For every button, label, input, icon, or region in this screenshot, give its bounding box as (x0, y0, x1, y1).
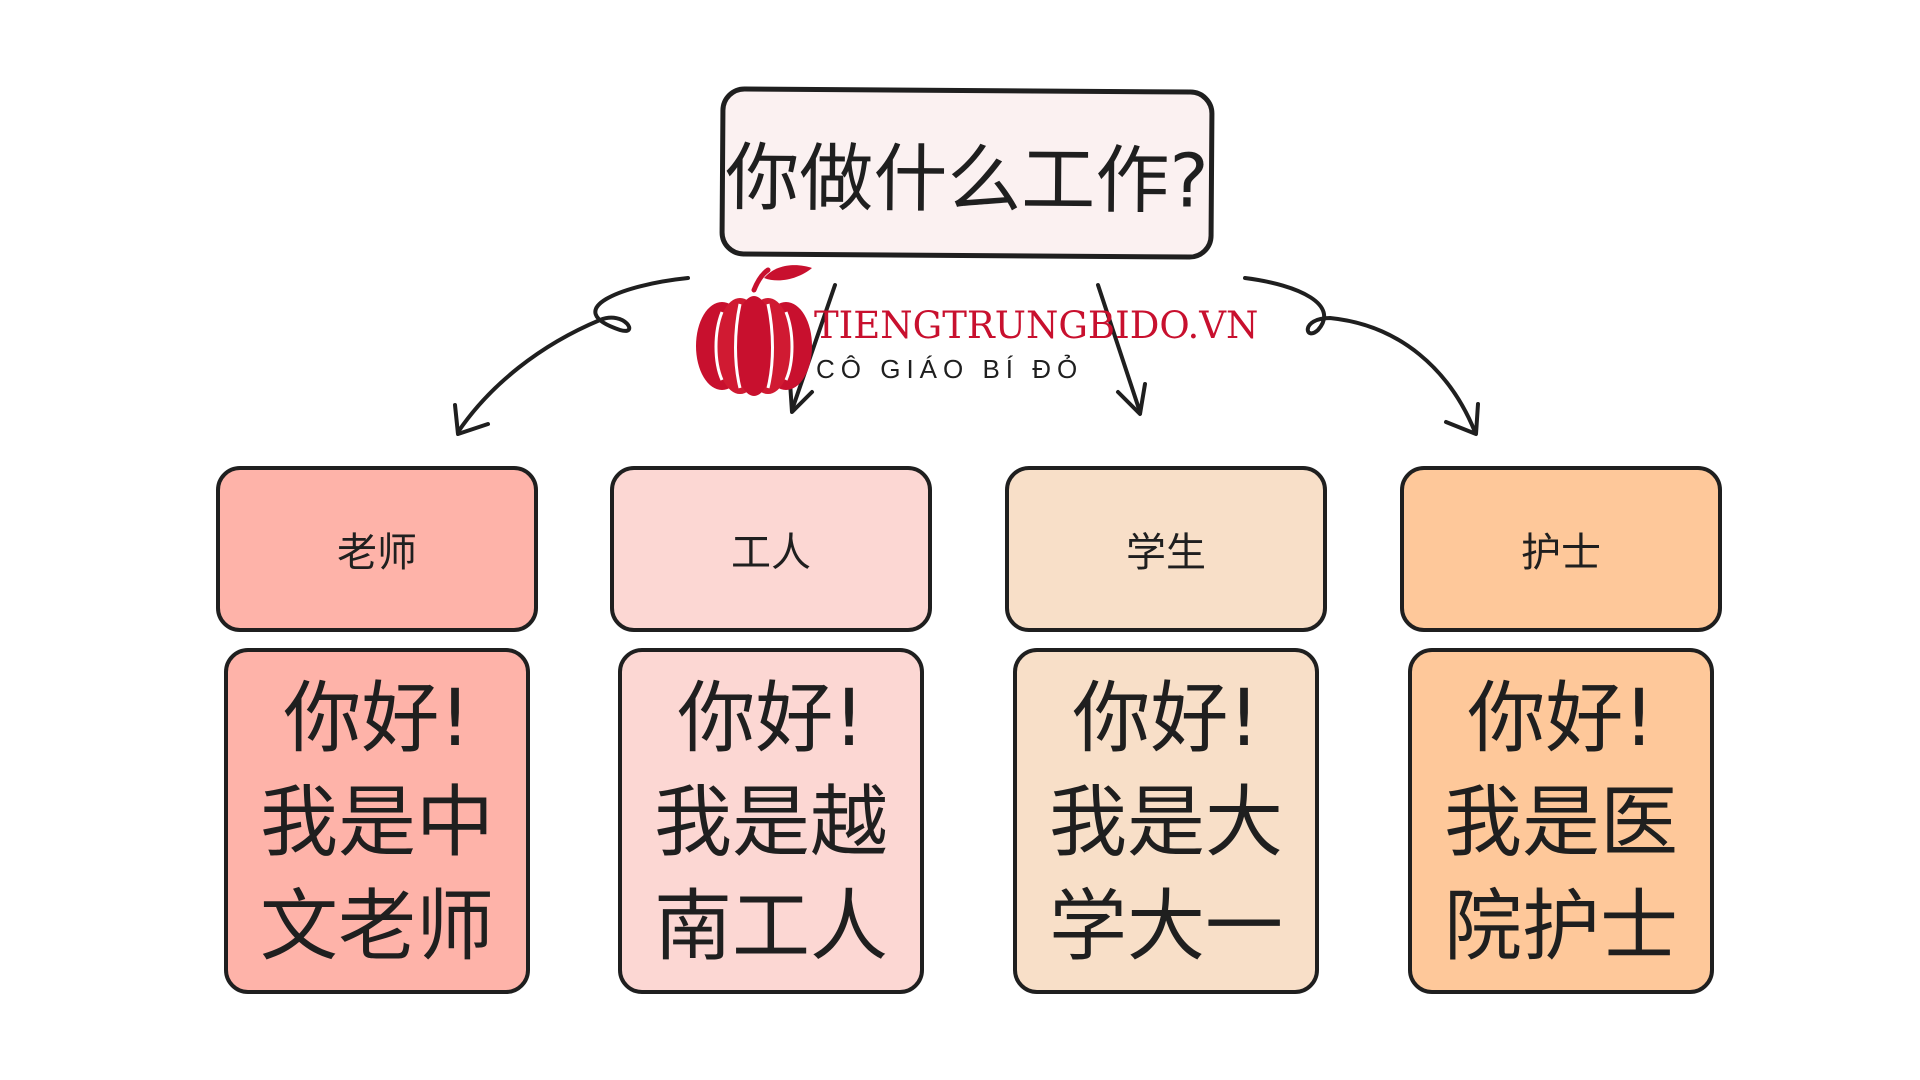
intro-line: 院护士 (1443, 882, 1678, 972)
logo-title: TIENGTRUNGBIDO.VN (814, 304, 1259, 347)
role-box-nurse: 护士 (1400, 466, 1722, 632)
role-label: 学生 (1126, 530, 1206, 576)
arrow-to-student (1096, 283, 1142, 414)
intro-box-nurse: 你好! 我是医 院护士 (1408, 648, 1714, 994)
question-box: 你做什么工作? (719, 86, 1215, 260)
intro-box-worker: 你好! 我是越 南工人 (618, 648, 924, 994)
role-box-worker: 工人 (610, 466, 932, 632)
brand-logo: TIENGTRUNGBIDO.VN CÔ GIÁO BÍ ĐỎ (688, 262, 1258, 402)
role-box-teacher: 老师 (216, 466, 538, 632)
arrow-head-worker (788, 380, 814, 414)
intro-line: 你好! (1072, 674, 1260, 764)
role-label: 护士 (1521, 530, 1601, 576)
intro-line: 我是大 (1048, 778, 1283, 868)
intro-line: 你好! (677, 674, 865, 764)
intro-line: 我是医 (1443, 778, 1678, 868)
intro-line: 文老师 (259, 882, 494, 972)
question-text: 你做什么工作? (725, 134, 1209, 225)
role-label: 老师 (337, 530, 417, 576)
intro-line: 南工人 (653, 882, 888, 972)
arrow-head-student (1116, 382, 1147, 416)
intro-line: 我是中 (259, 778, 494, 868)
intro-box-student: 你好! 我是大 学大一 (1013, 648, 1319, 994)
arrow-head-nurse (1444, 402, 1480, 436)
intro-line: 你好! (1467, 674, 1655, 764)
arrow-to-worker (790, 283, 837, 412)
logo-subtitle: CÔ GIÁO BÍ ĐỎ (816, 354, 1084, 384)
role-label: 工人 (731, 530, 811, 576)
intro-line: 我是越 (653, 778, 888, 868)
intro-line: 你好! (283, 674, 471, 764)
intro-box-teacher: 你好! 我是中 文老师 (224, 648, 530, 994)
role-box-student: 学生 (1005, 466, 1327, 632)
intro-line: 学大一 (1048, 882, 1283, 972)
arrow-to-nurse (1243, 276, 1477, 434)
arrow-head-teacher (453, 403, 490, 436)
pumpkin-icon (696, 265, 812, 396)
arrow-to-teacher (456, 276, 690, 434)
